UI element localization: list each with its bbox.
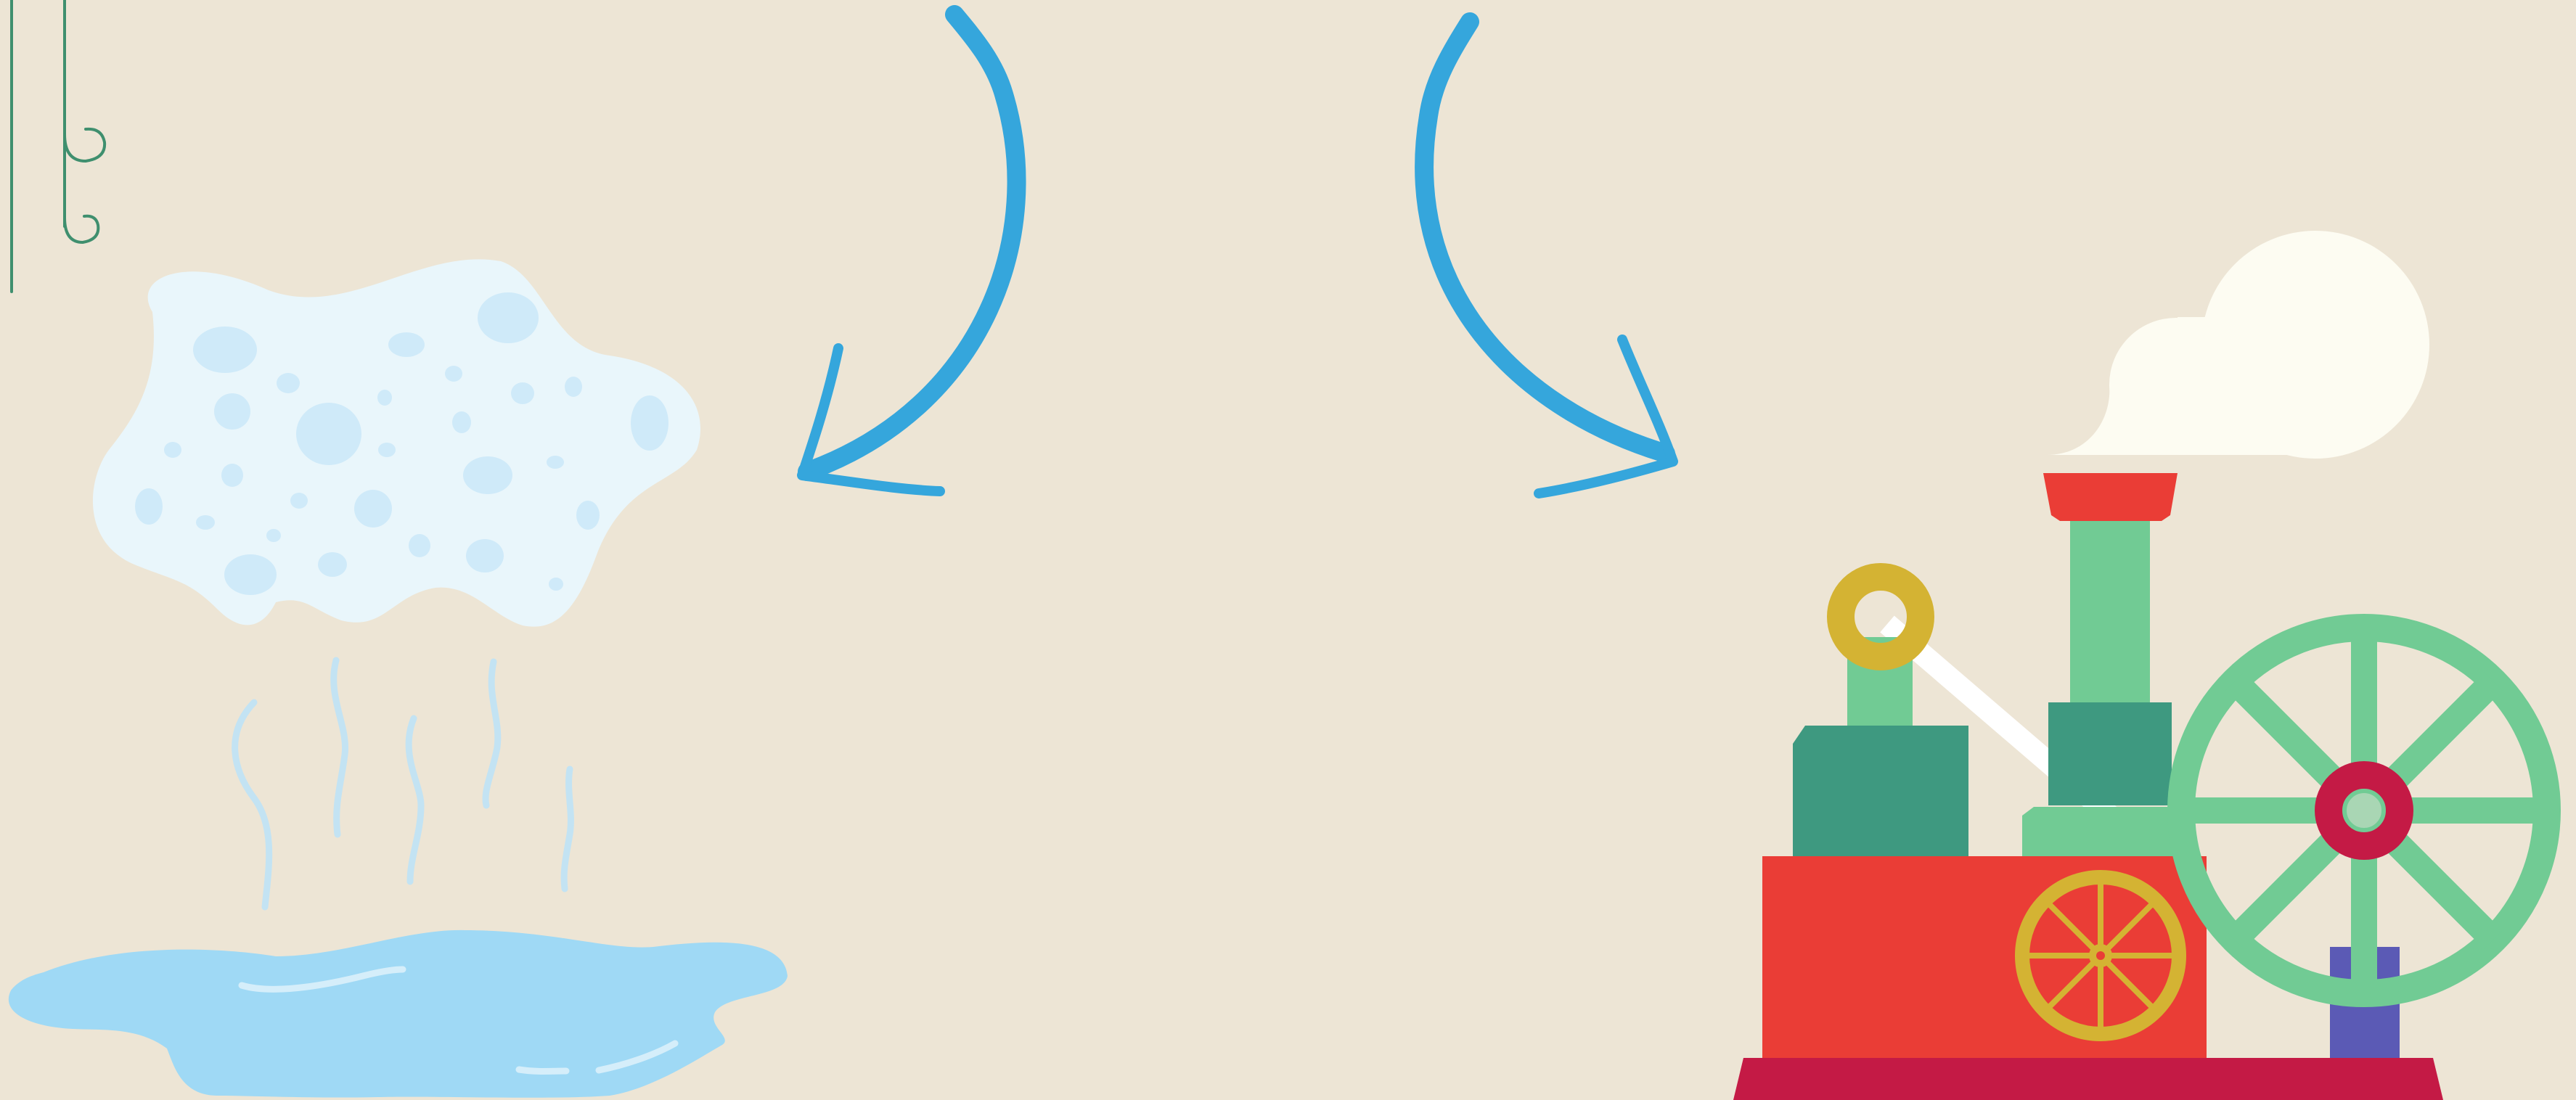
cylinder-block: [1793, 726, 1968, 863]
chimney: [2070, 521, 2150, 711]
chimney-top: [2043, 473, 2178, 521]
chimney-base: [2048, 702, 2172, 805]
flywheel-axle: [2344, 791, 2384, 830]
small-drive-wheel: [2022, 877, 2179, 1034]
engine-base: [1733, 1058, 2443, 1100]
chimney-step: [2022, 807, 2178, 863]
